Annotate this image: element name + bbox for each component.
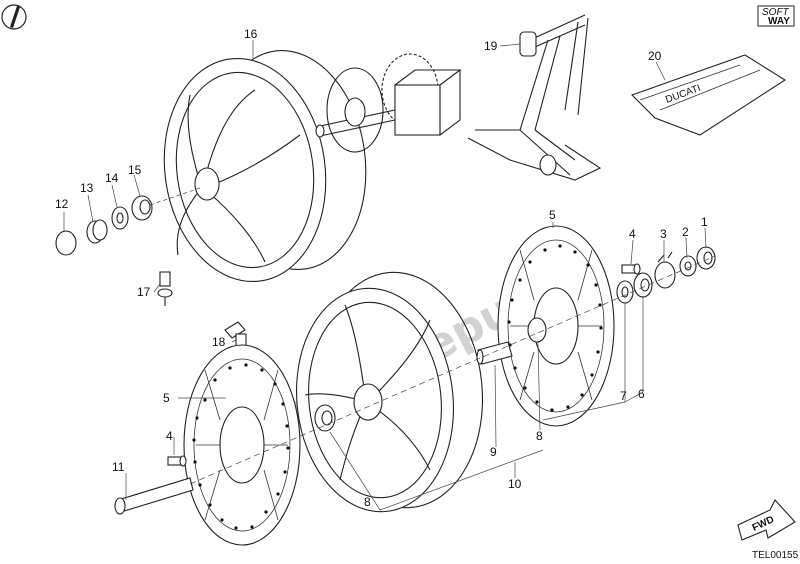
mat-part-20: DUCATI (630, 54, 787, 136)
callout-16: 16 (244, 27, 258, 41)
hub-part-3 (654, 251, 676, 289)
forward-arrow-icon: FWD (737, 499, 796, 541)
front-axle-part-11 (114, 477, 194, 515)
washer-part-14 (111, 206, 129, 230)
callout-1: 1 (701, 215, 708, 229)
callout-20: 20 (648, 49, 662, 63)
nut-part-13 (86, 219, 108, 244)
callout-14: 14 (105, 171, 119, 185)
callout-18: 18 (212, 335, 226, 349)
callout-8-right: 8 (536, 429, 543, 443)
callout-7: 7 (620, 389, 627, 403)
rear-wheel (163, 50, 367, 283)
callout-12: 12 (55, 197, 69, 211)
callout-19: 19 (484, 39, 498, 53)
callout-4-right: 4 (629, 227, 636, 241)
callout-17: 17 (137, 285, 151, 299)
callout-2: 2 (682, 225, 689, 239)
softway-logo: SOFT WAY (757, 5, 795, 27)
softway-logo-top: SOFT (762, 7, 790, 18)
softway-logo-bottom: WAY (768, 16, 790, 27)
rear-hub-sprocket (315, 53, 462, 153)
brake-disc-left-part-5 (183, 344, 301, 546)
callout-15: 15 (128, 163, 142, 177)
screw-left-part-4 (167, 455, 187, 467)
callout-5-right: 5 (549, 208, 556, 222)
brake-disc-right-part-5 (497, 225, 615, 427)
callout-13: 13 (80, 181, 94, 195)
callout-8-left: 8 (364, 495, 371, 509)
bearing-part-6 (633, 272, 653, 298)
round-badge-icon (1, 4, 27, 30)
front-wheel (295, 271, 484, 513)
bearing-part-15 (131, 195, 153, 221)
screw-right-part-4 (621, 263, 641, 275)
tyre-valve-part-17 (157, 271, 173, 306)
drawing-code: TEL00155 (752, 550, 799, 561)
tyre-valve-part-18 (224, 321, 247, 355)
nut-part-1 (696, 246, 716, 270)
bearing-left-part-8 (314, 404, 336, 432)
circlip-part-12 (55, 230, 77, 256)
callout-leaders (63, 40, 707, 511)
callout-9: 9 (490, 445, 497, 459)
callout-3: 3 (660, 227, 667, 241)
callout-6: 6 (638, 387, 645, 401)
callout-11: 11 (112, 460, 125, 474)
seal-part-7 (616, 280, 634, 304)
callout-5-left: 5 (163, 391, 170, 405)
washer-part-2 (679, 255, 697, 277)
paddock-stand-part-19 (467, 14, 602, 181)
callout-10: 10 (508, 477, 522, 491)
callout-4-left: 4 (166, 429, 173, 443)
